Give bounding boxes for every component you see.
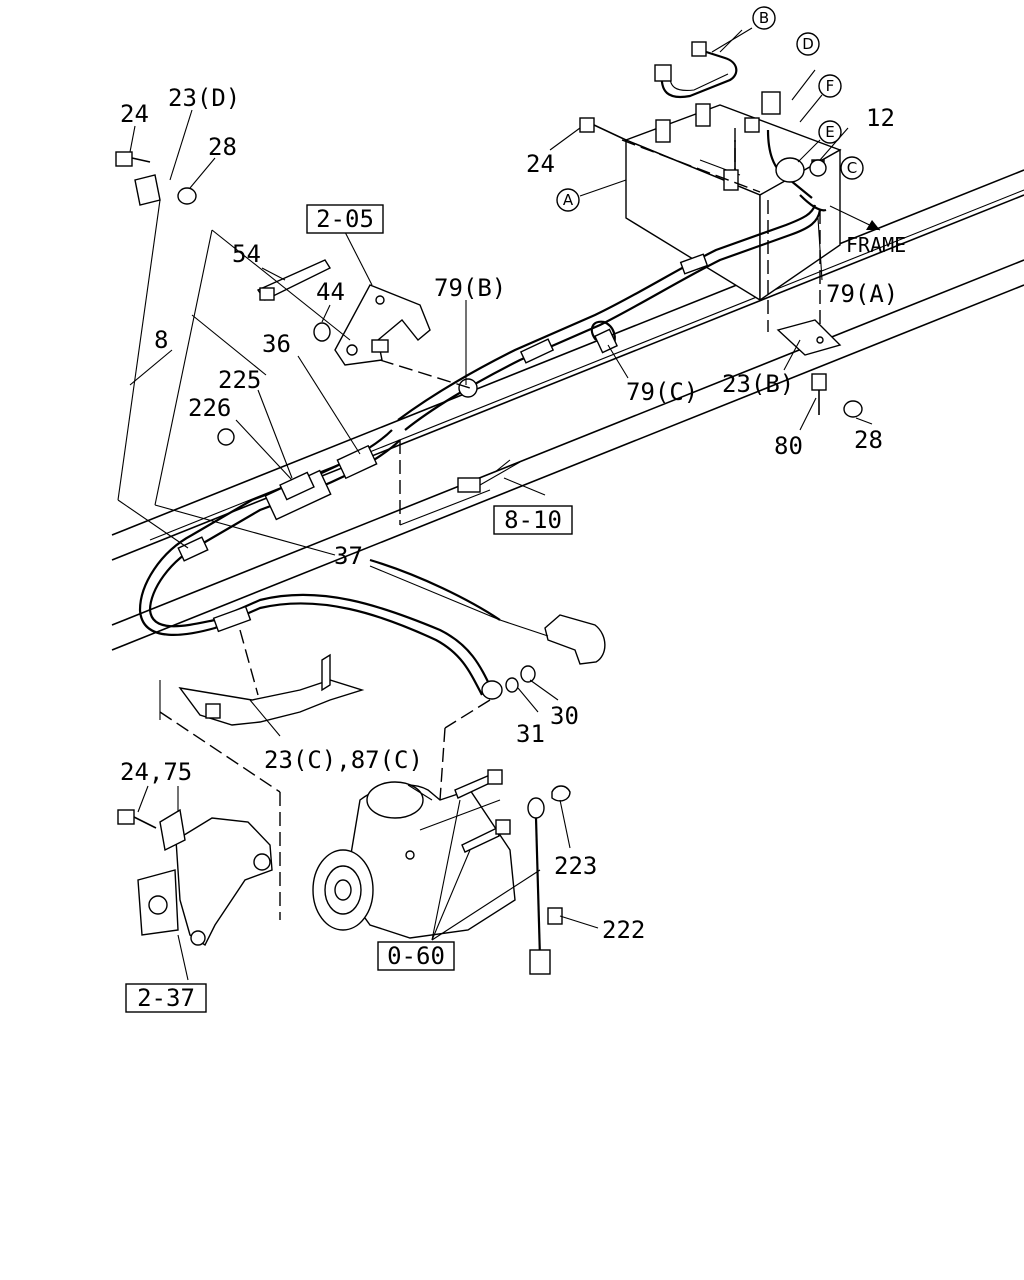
callout-d: D xyxy=(796,32,820,56)
starter-motor xyxy=(312,781,516,939)
hardware xyxy=(115,117,863,829)
clip-79c xyxy=(590,320,618,354)
label-79a: 79(A) xyxy=(826,280,898,308)
label-28-right: 28 xyxy=(854,426,883,454)
ref-box-237: 2-37 xyxy=(125,983,207,1013)
label-223: 223 xyxy=(554,852,597,880)
label-44: 44 xyxy=(316,278,345,306)
part-labels: 24 23(D) 28 54 44 79(B) 8 36 225 226 37 … xyxy=(120,84,906,944)
callout-f-text: F xyxy=(826,77,835,95)
reference-lines xyxy=(159,128,821,920)
sensor-bracket xyxy=(369,558,606,665)
bracket-205 xyxy=(334,284,431,366)
label-80: 80 xyxy=(774,432,803,460)
cable-222 xyxy=(527,785,571,975)
ref-205-text: 2-05 xyxy=(316,205,374,233)
label-24-top: 24 xyxy=(120,100,149,128)
label-24-mid: 24 xyxy=(526,150,555,178)
label-37: 37 xyxy=(334,542,363,570)
starter-bolts xyxy=(454,769,511,853)
label-36: 36 xyxy=(262,330,291,358)
ref-810-text: 8-10 xyxy=(504,506,562,534)
label-24-75: 24,75 xyxy=(120,758,192,786)
ref-060-text: 0-60 xyxy=(387,942,445,970)
battery-cable-b xyxy=(654,27,753,99)
label-28-top: 28 xyxy=(208,133,237,161)
lower-harness xyxy=(138,429,503,700)
label-frame: FRAME xyxy=(846,233,906,257)
callout-b: B xyxy=(752,6,776,30)
main-battery-cable xyxy=(397,204,822,431)
ref-237-text: 2-37 xyxy=(137,984,195,1012)
label-79c: 79(C) xyxy=(626,378,698,406)
component-810 xyxy=(457,459,521,493)
callout-c: C xyxy=(840,156,864,180)
ref-box-060: 0-60 xyxy=(377,941,455,971)
label-8: 8 xyxy=(154,326,168,354)
label-23d: 23(D) xyxy=(168,84,240,112)
leader-lines xyxy=(117,29,881,981)
callout-f: F xyxy=(818,74,842,98)
bracket-23c xyxy=(159,653,365,726)
callout-a-text: A xyxy=(563,191,574,209)
label-31: 31 xyxy=(516,720,545,748)
label-225: 225 xyxy=(218,366,261,394)
callout-d-text: D xyxy=(802,35,814,53)
callout-c-text: C xyxy=(847,159,857,177)
label-222: 222 xyxy=(602,916,645,944)
callout-b-text: B xyxy=(759,9,769,27)
battery-terminals xyxy=(744,69,827,212)
fuse-54 xyxy=(256,259,332,301)
label-23b: 23(B) xyxy=(722,370,794,398)
label-226: 226 xyxy=(188,394,231,422)
callout-a: A xyxy=(556,188,580,212)
label-12: 12 xyxy=(866,104,895,132)
callout-e-text: E xyxy=(825,123,834,141)
ref-box-205: 2-05 xyxy=(306,204,384,234)
label-30: 30 xyxy=(550,702,579,730)
bracket-23b xyxy=(776,319,842,356)
callout-e: E xyxy=(818,120,842,144)
bracket-237 xyxy=(137,808,273,947)
label-54: 54 xyxy=(232,240,261,268)
label-23c-87c: 23(C),87(C) xyxy=(264,746,423,774)
label-79b: 79(B) xyxy=(434,274,506,302)
ref-box-810: 8-10 xyxy=(493,505,573,535)
